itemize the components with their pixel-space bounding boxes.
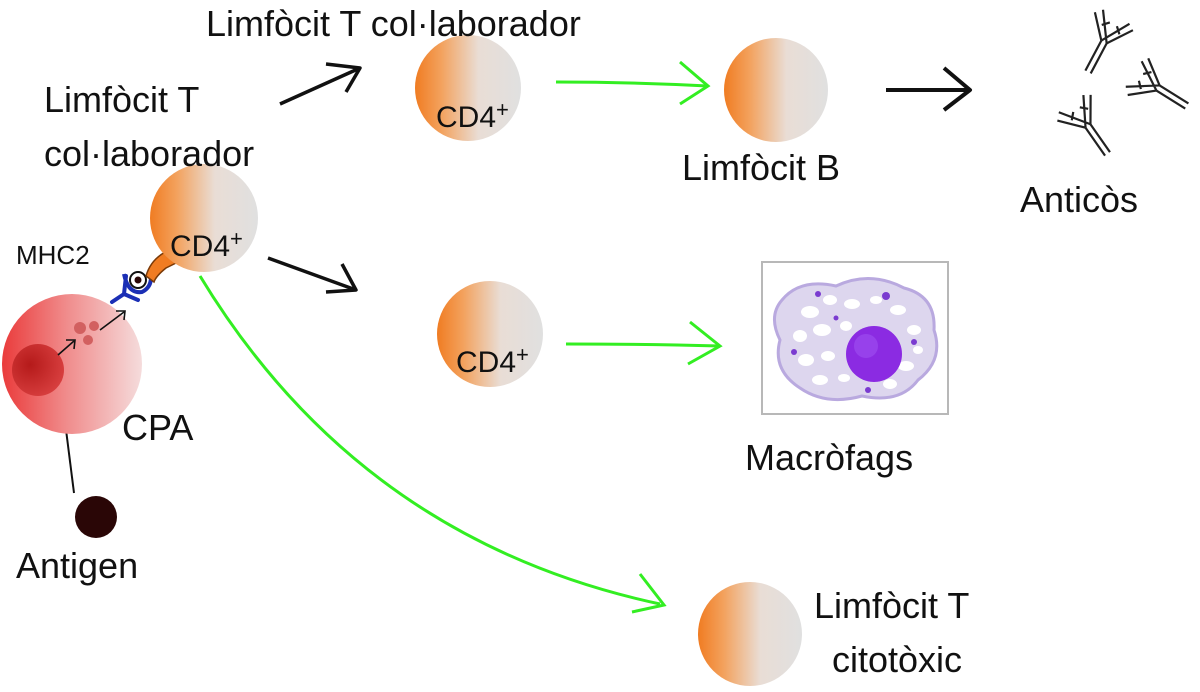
apc-cell xyxy=(2,294,142,434)
b-cell xyxy=(724,38,828,142)
macrophages-label: Macròfags xyxy=(745,437,914,478)
helper-left-label-line1: Limfòcit T xyxy=(44,79,200,120)
activation-arrow-mid-head xyxy=(325,263,358,294)
antigen-label: Antigen xyxy=(16,545,139,586)
macrophage-nucleus-highlight xyxy=(854,334,878,358)
antigen-fragment xyxy=(83,335,93,345)
green-arrow-to-macrophage xyxy=(565,342,721,348)
cpa-label: CPA xyxy=(122,407,194,448)
presentation-arrow xyxy=(99,311,125,331)
helper-left-label-line2: col·laborador xyxy=(44,133,255,174)
green-arrow-to-macrophage-head xyxy=(687,320,723,366)
antigen-fragment xyxy=(74,322,86,334)
macrophage-vacuoles xyxy=(793,295,923,389)
cd4-cell-top xyxy=(415,35,521,141)
macrophage-granules xyxy=(791,291,917,393)
activation-arrow-mid xyxy=(267,256,357,292)
green-arrow-to-cytotoxic-head xyxy=(631,573,667,614)
antigen-particle xyxy=(75,496,117,538)
activation-arrow-up xyxy=(279,66,361,106)
cd4-label-top: CD4+ xyxy=(436,99,509,134)
green-arrow-to-b-cell-head xyxy=(679,60,711,106)
processing-arrow xyxy=(57,340,75,356)
activation-arrow-up-head xyxy=(325,62,362,93)
presentation-arrow-head xyxy=(116,310,126,321)
cd4-text: CD4 xyxy=(436,101,497,134)
processing-arrow-head xyxy=(66,339,76,350)
cd4-text: CD4 xyxy=(456,346,517,379)
cytotoxic-label-line1: Limfòcit T xyxy=(814,585,970,626)
cytotoxic-t-cell xyxy=(698,582,802,686)
green-arrow-to-b-cell xyxy=(555,80,709,88)
cytotoxic-label-line2: citotòxic xyxy=(832,639,963,680)
cd4-sup: + xyxy=(230,226,243,251)
arrow-to-antibodies-head xyxy=(942,66,972,112)
b-cell-label: Limfòcit B xyxy=(682,147,841,188)
antigen-peptide-core xyxy=(134,276,142,284)
antibody-icon xyxy=(1125,57,1190,110)
cd4-text: CD4 xyxy=(170,230,231,263)
cd4-label-middle: CD4+ xyxy=(456,344,529,379)
antigen-fragment xyxy=(89,321,99,331)
cd4-sup: + xyxy=(516,342,529,367)
antibody-icon xyxy=(1084,9,1134,74)
cd4-cell-middle xyxy=(437,281,543,387)
cd4-label-attached: CD4+ xyxy=(170,228,243,263)
apc-nucleus xyxy=(12,344,64,396)
antibodies-label: Anticòs xyxy=(1020,179,1139,220)
green-arrow-to-cytotoxic xyxy=(198,275,661,606)
helper-top-label: Limfòcit T col·laborador xyxy=(206,3,581,44)
cd4-sup: + xyxy=(496,97,509,122)
helper-t-cell xyxy=(150,164,258,272)
antibody-icon xyxy=(1057,94,1111,157)
mhc2-label: MHC2 xyxy=(16,240,90,270)
